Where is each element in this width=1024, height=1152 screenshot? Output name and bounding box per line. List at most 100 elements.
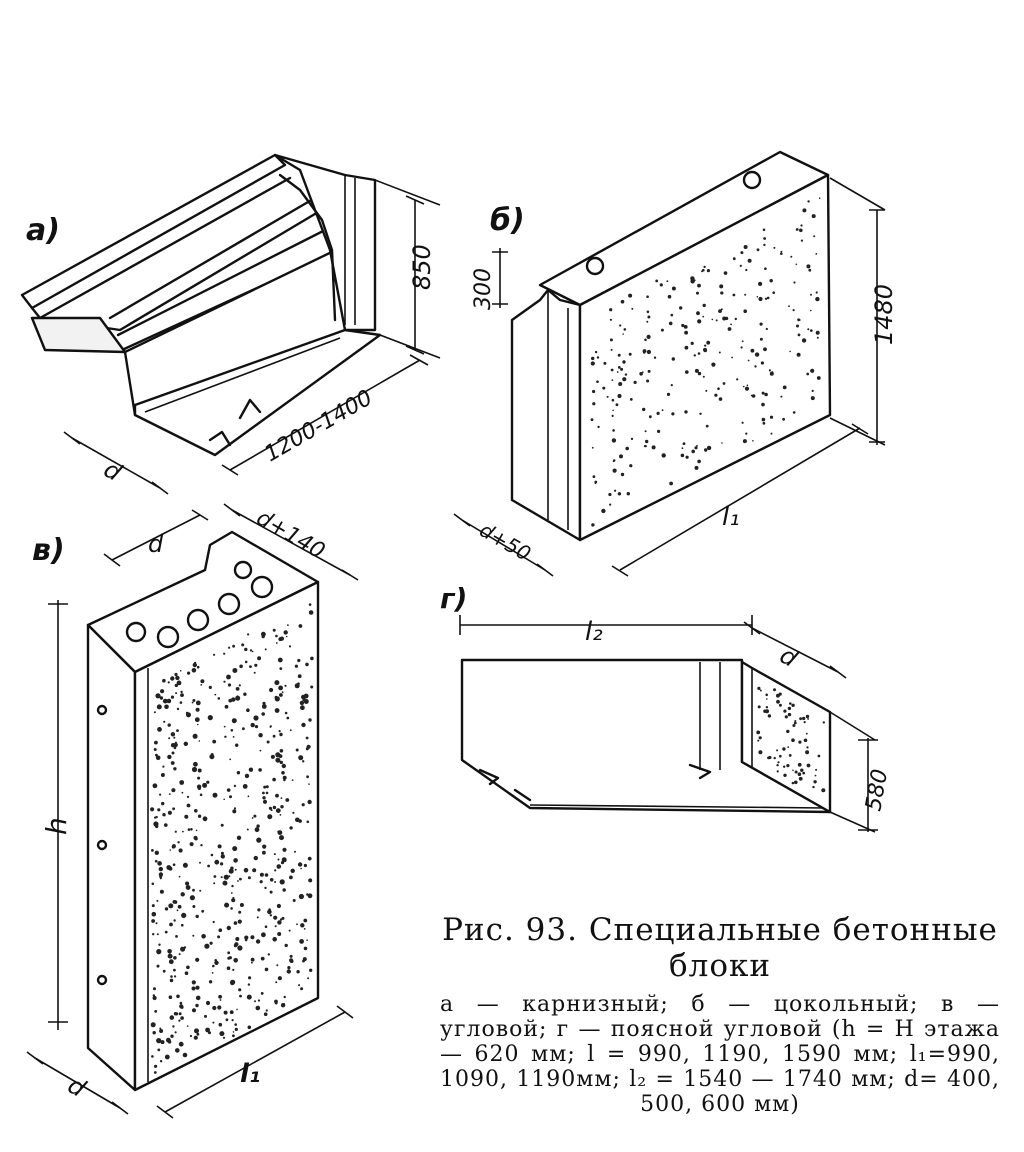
texture-dot — [199, 861, 201, 864]
panel-a-dim-d: d — [99, 455, 127, 487]
texture-dot — [769, 415, 774, 419]
texture-dot — [197, 814, 202, 818]
texture-dot — [156, 704, 162, 710]
texture-dot — [233, 807, 237, 810]
texture-dot — [300, 987, 304, 991]
texture-dot — [807, 200, 810, 203]
texture-dot — [250, 722, 255, 728]
texture-dot — [259, 880, 263, 884]
texture-dot — [224, 735, 227, 738]
texture-dot — [280, 805, 284, 809]
texture-dot — [801, 338, 807, 343]
texture-dot — [228, 646, 231, 649]
texture-dot — [199, 889, 202, 892]
texture-dot — [186, 712, 191, 718]
texture-dot — [278, 637, 283, 642]
texture-dot — [238, 988, 242, 992]
texture-dot — [212, 964, 215, 968]
texture-dot — [154, 859, 158, 863]
texture-dot — [176, 707, 180, 711]
texture-dot — [813, 780, 817, 784]
texture-dot — [776, 699, 780, 704]
texture-dot — [193, 761, 198, 767]
texture-dot — [300, 923, 305, 928]
texture-dot — [704, 344, 707, 347]
texture-dot — [205, 1000, 211, 1006]
texture-dot — [191, 1008, 197, 1013]
texture-dot — [606, 395, 609, 398]
texture-dot — [794, 780, 798, 785]
texture-dot — [651, 445, 656, 450]
texture-dot — [269, 914, 272, 917]
texture-dot — [758, 281, 763, 286]
texture-dot — [290, 868, 295, 873]
texture-dot — [259, 872, 264, 877]
texture-dot — [173, 746, 177, 750]
texture-dot — [153, 1071, 157, 1074]
texture-dot — [280, 797, 283, 799]
texture-dot — [182, 830, 184, 833]
texture-dot — [623, 328, 627, 331]
texture-dot — [594, 482, 597, 485]
texture-dot — [642, 407, 646, 412]
texture-dot — [194, 1028, 199, 1034]
texture-dot — [218, 994, 223, 999]
texture-dot — [153, 711, 156, 714]
texture-dot — [647, 369, 651, 373]
texture-dot — [670, 384, 673, 387]
caption-title: Рис. 93. Специальные бетонные блоки — [442, 912, 998, 984]
texture-dot — [751, 394, 756, 398]
texture-dot — [794, 770, 798, 774]
texture-dot — [162, 813, 166, 817]
texture-dot — [173, 742, 178, 748]
texture-dot — [260, 956, 265, 961]
texture-dot — [310, 685, 314, 689]
texture-dot — [189, 842, 194, 847]
texture-dot — [182, 1052, 188, 1058]
texture-dot — [226, 966, 231, 970]
texture-dot — [155, 815, 158, 819]
texture-dot — [170, 975, 173, 978]
texture-dot — [769, 371, 774, 376]
texture-dot — [166, 698, 172, 704]
texture-dot — [288, 929, 291, 932]
texture-dot — [294, 850, 296, 853]
texture-dot — [196, 1032, 200, 1036]
texture-dot — [161, 801, 165, 806]
texture-dot — [591, 523, 595, 527]
texture-dot — [191, 701, 194, 704]
texture-dot — [281, 763, 286, 769]
texture-dot — [230, 979, 236, 985]
texture-dot — [279, 760, 283, 765]
texture-dot — [741, 421, 744, 424]
panel-v-dim-d-bottom: d — [63, 1071, 91, 1103]
texture-dot — [195, 829, 198, 832]
texture-dot — [180, 693, 184, 697]
texture-dot — [646, 349, 652, 355]
texture-dot — [307, 856, 312, 861]
texture-dot — [642, 371, 644, 373]
texture-dot — [236, 835, 242, 840]
texture-dot — [295, 748, 299, 752]
texture-dot — [765, 327, 768, 331]
texture-dot — [191, 986, 196, 991]
panel-b-dim-d50: d+50 — [476, 518, 536, 566]
texture-dot — [760, 361, 765, 365]
texture-dot — [617, 366, 621, 369]
texture-dot — [178, 1041, 184, 1047]
texture-dot — [720, 308, 723, 311]
texture-dot — [747, 359, 750, 362]
texture-dot — [783, 709, 787, 713]
texture-dot — [223, 680, 226, 683]
texture-dot — [291, 779, 294, 781]
texture-dot — [591, 356, 595, 361]
texture-dot — [773, 246, 776, 249]
texture-dot — [182, 862, 188, 868]
texture-dot — [750, 348, 755, 353]
panel-g-label: г) — [440, 582, 467, 615]
texture-dot — [160, 1040, 165, 1045]
texture-dot — [277, 976, 282, 981]
texture-dot — [277, 858, 280, 861]
texture-dot — [298, 893, 304, 900]
texture-dot — [167, 723, 171, 727]
